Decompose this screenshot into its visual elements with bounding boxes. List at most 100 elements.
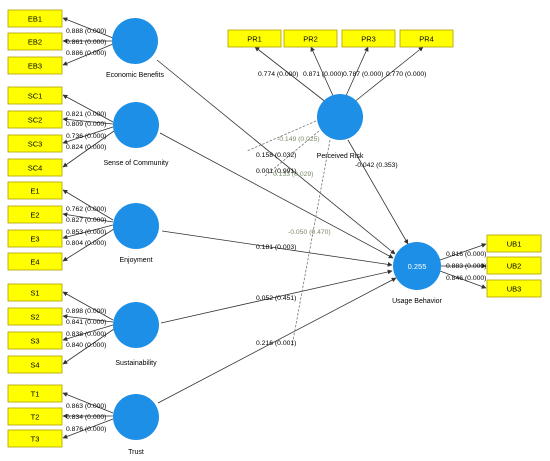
construct-label: Enjoyment [119,257,152,264]
indicator-label: T3 [31,435,40,444]
indicator-boxes: EB1 EB2 EB3 SC1 SC2 SC3 SC4 E1 E2 E3 E4 … [7,9,542,448]
indicator-UB1: UB1 [486,234,542,253]
indicator-E1: E1 [7,181,63,200]
indicator-SC4: SC4 [7,158,63,177]
loading-S4: 0.840 (0.000) [66,342,106,349]
construct-trust: Trust [113,394,159,456]
indicator-label: PR1 [247,35,262,44]
loading-E2: 0.827 (0.000) [66,217,106,224]
construct-label: Perceived Risk [317,153,364,160]
loading-EB1: 0.888 (0.000) [66,28,106,35]
loading-S3: 0.838 (0.000) [66,331,106,338]
loading-E4: 0.804 (0.000) [66,240,106,247]
loading-UB1: 0.816 (0.000) [446,251,486,258]
loading-E3: 0.853 (0.000) [66,229,106,236]
indicator-label: T1 [31,390,40,399]
indicator-SC1: SC1 [7,86,63,105]
construct-perceived-risk: Perceived Risk [317,94,364,160]
indicator-label: EB3 [28,62,42,71]
moderation-SC: 0.133 (0.029) [273,171,313,178]
indicator-label: SC4 [28,164,43,173]
path-labels: 0.158 (0.032) 0.001 (0.991) 0.181 (0.003… [256,136,398,347]
path-PR-UB: -0.042 (0.353) [355,162,398,169]
loading-EB3: 0.886 (0.000) [66,50,106,57]
loading-PR2: 0.871 (0.000) [303,71,343,78]
indicator-label: S1 [30,289,39,298]
indicator-PR4: PR4 [399,29,454,48]
indicator-PR3: PR3 [341,29,396,48]
moderation-TR: -0.050 (0.470) [288,229,331,236]
loading-T2: 0.834 (0.000) [66,414,106,421]
construct-label: Sense of Community [104,160,169,167]
loading-S2: 0.841 (0.000) [66,319,106,326]
moderation-EB: -0.149 (0.025) [277,136,320,143]
indicator-UB3: UB3 [486,279,542,298]
indicator-label: SC1 [28,92,43,101]
indicator-label: EB1 [28,15,42,24]
indicator-SC2: SC2 [7,110,63,129]
indicator-label: E2 [30,211,39,220]
indicator-SC3: SC3 [7,134,63,153]
indicator-label: PR4 [419,35,434,44]
loading-SC4: 0.824 (0.000) [66,144,106,151]
construct-label: Usage Behavior [392,298,442,305]
indicator-label: S4 [30,361,39,370]
loading-edges [62,17,487,439]
indicator-label: PR3 [361,35,376,44]
loading-SC3: 0.736 (0.000) [66,133,106,140]
indicator-label: E1 [30,187,39,196]
structural-edges [156,59,409,404]
indicator-E2: E2 [7,205,63,224]
indicator-T2: T2 [7,407,63,426]
loading-E1: 0.762 (0.000) [66,206,106,213]
path-EB-UB: 0.158 (0.032) [256,152,296,159]
indicator-label: UB2 [507,262,522,271]
indicator-label: S3 [30,337,39,346]
indicator-label: SC2 [28,116,43,125]
indicator-S2: S2 [7,307,63,326]
indicator-label: T2 [31,413,40,422]
construct-label: Sustainability [115,360,157,367]
indicator-E3: E3 [7,229,63,248]
indicator-EB1: EB1 [7,9,63,28]
indicator-T1: T1 [7,384,63,403]
indicator-EB2: EB2 [7,32,63,51]
indicator-label: EB2 [28,38,42,47]
r-squared-value: 0.255 [408,262,427,271]
indicator-S1: S1 [7,283,63,302]
loading-S1: 0.898 (0.000) [66,308,106,315]
path-SC-UB: 0.001 (0.991) [256,168,296,175]
loading-SC1: 0.821 (0.000) [66,111,106,118]
indicator-S3: S3 [7,331,63,350]
loading-PR1: 0.774 (0.000) [258,71,298,78]
construct-economic-benefits: Economic Benefits [106,18,164,79]
indicator-UB2: UB2 [486,256,542,275]
indicator-label: SC3 [28,140,43,149]
construct-label: Economic Benefits [106,72,164,79]
loading-labels: 0.888 (0.000) 0.861 (0.000) 0.886 (0.000… [66,28,486,433]
indicator-S4: S4 [7,355,63,374]
indicator-label: PR2 [303,35,318,44]
indicator-label: UB1 [507,240,522,249]
indicator-EB3: EB3 [7,56,63,75]
indicator-T3: T3 [7,429,63,448]
construct-sustainability: Sustainability [113,302,159,367]
indicator-PR1: PR1 [227,29,282,48]
loading-T1: 0.863 (0.000) [66,403,106,410]
indicator-label: E3 [30,235,39,244]
loading-UB2: 0.883 (0.000) [446,263,486,270]
construct-sense-of-community: Sense of Community [104,102,169,167]
indicator-E4: E4 [7,252,63,271]
construct-enjoyment: Enjoyment [113,203,159,264]
loading-PR3: 0.787 (0.000) [343,71,383,78]
construct-usage-behavior: 0.255 Usage Behavior [392,242,443,305]
loading-UB3: 0.846 (0.000) [446,275,486,282]
loading-T3: 0.876 (0.000) [66,426,106,433]
path-SU-UB: 0.052 (0.451) [256,295,296,302]
indicator-label: S2 [30,313,39,322]
indicator-label: UB3 [507,285,522,294]
loading-PR4: 0.770 (0.000) [386,71,426,78]
indicator-label: E4 [30,258,39,267]
loading-SC2: 0.809 (0.000) [66,121,106,128]
